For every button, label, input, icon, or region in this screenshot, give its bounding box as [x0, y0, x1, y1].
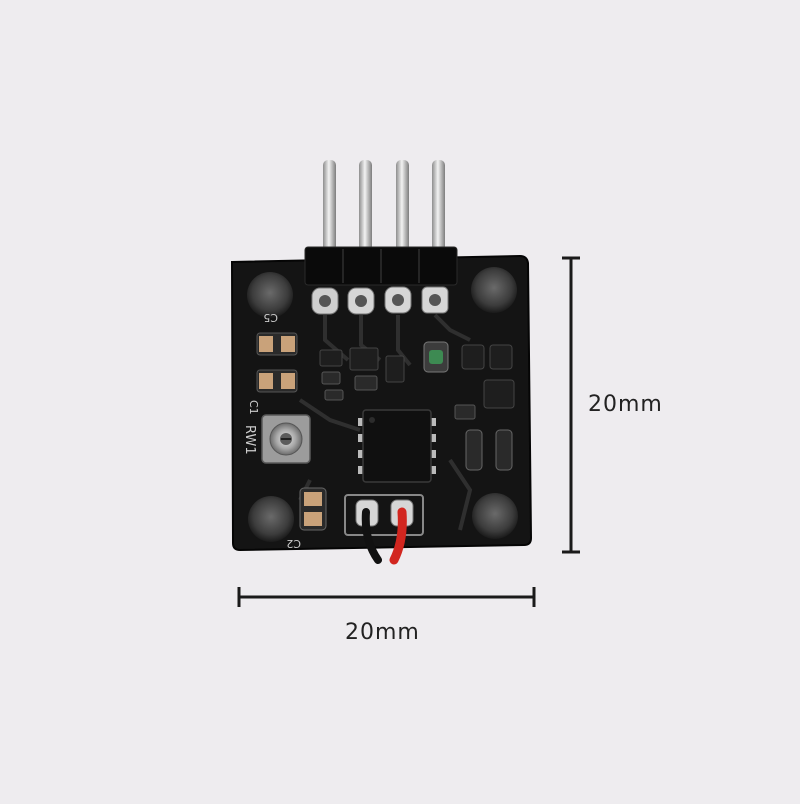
silkscreen-c5: C5: [263, 311, 278, 324]
mounting-hole: [248, 496, 294, 542]
silkscreen-c1: C1: [247, 400, 260, 415]
mounting-hole: [247, 272, 293, 318]
header-pin: [432, 160, 445, 260]
main-ic-chip: [358, 409, 436, 483]
pcb-board: [230, 254, 533, 552]
smd-components-top: [319, 347, 405, 401]
width-dimension-line: [237, 587, 536, 607]
smd-components-right: [454, 344, 515, 471]
capacitor-c1: [256, 369, 298, 393]
silkscreen-c2: C2: [286, 537, 301, 550]
width-label: 20mm: [345, 620, 420, 645]
capacitor-c2: [299, 487, 327, 531]
header-pin: [359, 160, 372, 260]
capacitor-c5: [256, 332, 298, 356]
solder-pads: [311, 286, 449, 315]
status-led: [423, 341, 449, 373]
header-pins: [323, 160, 445, 260]
height-dimension-line: [562, 256, 580, 554]
mounting-holes: [247, 267, 518, 542]
black-wire: [361, 508, 382, 564]
red-wire: [389, 507, 407, 565]
mounting-hole: [471, 267, 517, 313]
sensor-wire-connector: [344, 494, 424, 565]
height-label: 20mm: [588, 392, 663, 417]
silkscreen-rw1: RW1: [242, 425, 257, 455]
mounting-hole: [472, 493, 518, 539]
potentiometer: [261, 414, 311, 464]
header-pin: [396, 160, 409, 260]
header-pin: [323, 160, 336, 260]
